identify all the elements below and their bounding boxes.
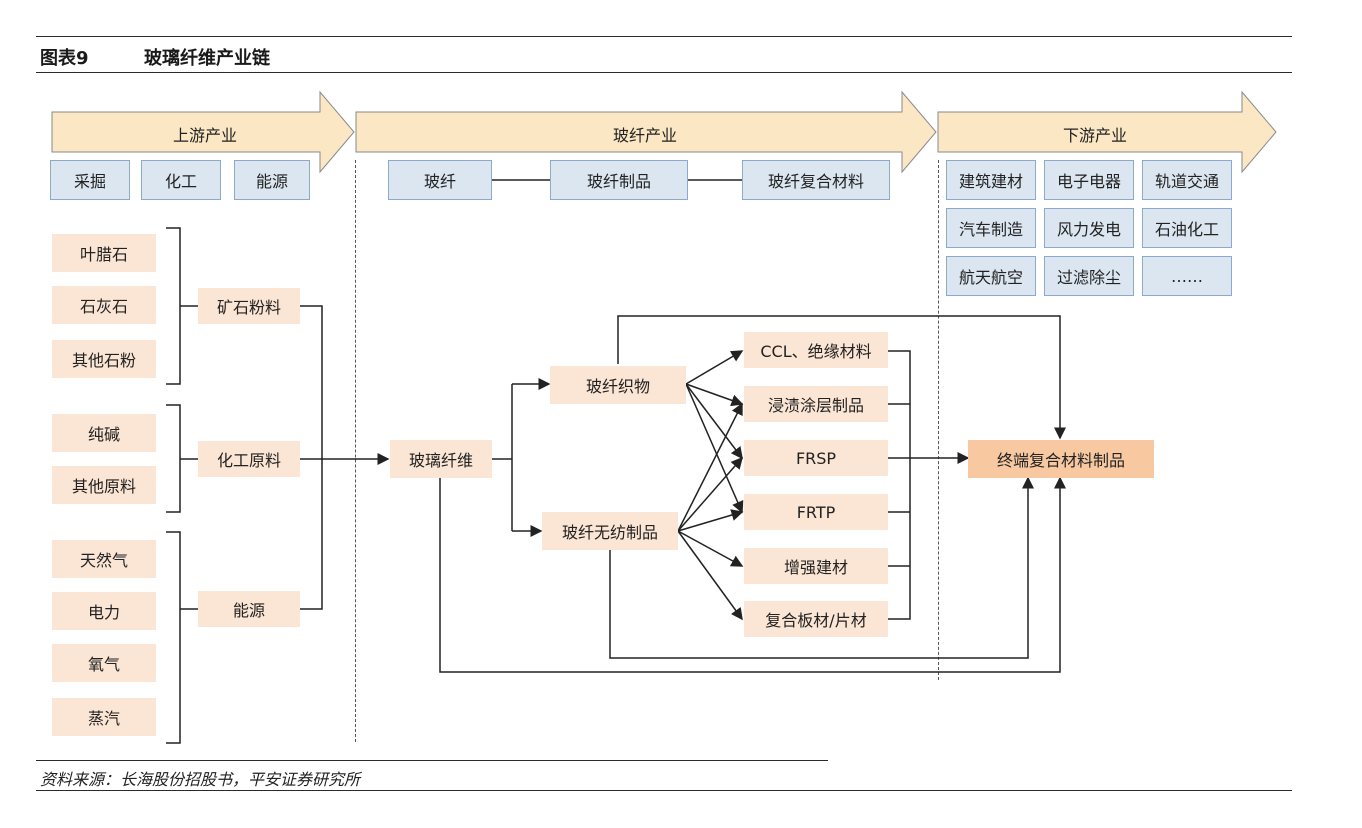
midstream-label: 玻纤产业	[612, 126, 677, 145]
product-composite-panels: 复合板材/片材	[744, 601, 888, 637]
source-note: 资料来源：长海股份招股书，平安证券研究所	[40, 770, 361, 789]
industry-automotive: 汽车制造	[946, 208, 1036, 248]
material-limestone: 石灰石	[52, 286, 156, 324]
downstream-arrow	[937, 90, 1277, 174]
material-other-stone-powder: 其他石粉	[52, 340, 156, 378]
industry-electronics: 电子电器	[1044, 160, 1134, 200]
title-rule	[36, 72, 1292, 73]
category-mining: 采掘	[50, 160, 130, 200]
top-rule	[36, 36, 1292, 37]
upstream-label: 上游产业	[172, 126, 237, 145]
downstream-label: 下游产业	[1062, 126, 1127, 145]
category-energy: 能源	[234, 160, 310, 200]
node-nonwoven-products: 玻纤无纺制品	[542, 512, 678, 550]
industry-filtration: 过滤除尘	[1044, 256, 1134, 296]
material-pyrophyllite: 叶腊石	[52, 234, 156, 272]
product-ccl-insulation: CCL、绝缘材料	[744, 332, 888, 368]
industry-rail: 轨道交通	[1142, 160, 1232, 200]
category-fiber-products: 玻纤制品	[550, 160, 688, 200]
group-ore-powder: 矿石粉料	[198, 288, 300, 324]
upstream-arrow	[51, 90, 355, 174]
figure-title: 玻璃纤维产业链	[144, 48, 270, 69]
product-impregnated-coated: 浸渍涂层制品	[744, 386, 888, 422]
node-fiber-fabric: 玻纤织物	[550, 366, 686, 404]
category-fiber-composites: 玻纤复合材料	[742, 160, 890, 200]
midstream-arrow	[355, 90, 937, 174]
industry-construction: 建筑建材	[946, 160, 1036, 200]
product-reinforced-building: 增强建材	[744, 548, 888, 584]
group-energy: 能源	[198, 591, 300, 627]
material-steam: 蒸汽	[52, 698, 156, 736]
node-glass-fiber: 玻璃纤维	[390, 440, 492, 478]
material-electricity: 电力	[52, 592, 156, 630]
group-chemical-raw: 化工原料	[198, 441, 300, 477]
industry-more: ……	[1142, 256, 1232, 296]
material-natural-gas: 天然气	[52, 540, 156, 578]
figure-number: 图表9	[40, 48, 89, 69]
category-chemical: 化工	[141, 160, 221, 200]
divider-downstream	[938, 160, 939, 680]
material-soda-ash: 纯碱	[52, 414, 156, 452]
product-frsp: FRSP	[744, 440, 888, 476]
industry-petrochemical: 石油化工	[1142, 208, 1232, 248]
divider-upstream	[355, 160, 356, 742]
bottom-rule	[36, 790, 1292, 791]
source-rule	[36, 760, 828, 761]
category-glass-fiber: 玻纤	[388, 160, 492, 200]
node-end-composite-products: 终端复合材料制品	[968, 440, 1154, 478]
industry-aerospace: 航天航空	[946, 256, 1036, 296]
material-oxygen: 氧气	[52, 644, 156, 682]
industry-wind-power: 风力发电	[1044, 208, 1134, 248]
material-other-raw: 其他原料	[52, 466, 156, 504]
product-frtp: FRTP	[744, 494, 888, 530]
